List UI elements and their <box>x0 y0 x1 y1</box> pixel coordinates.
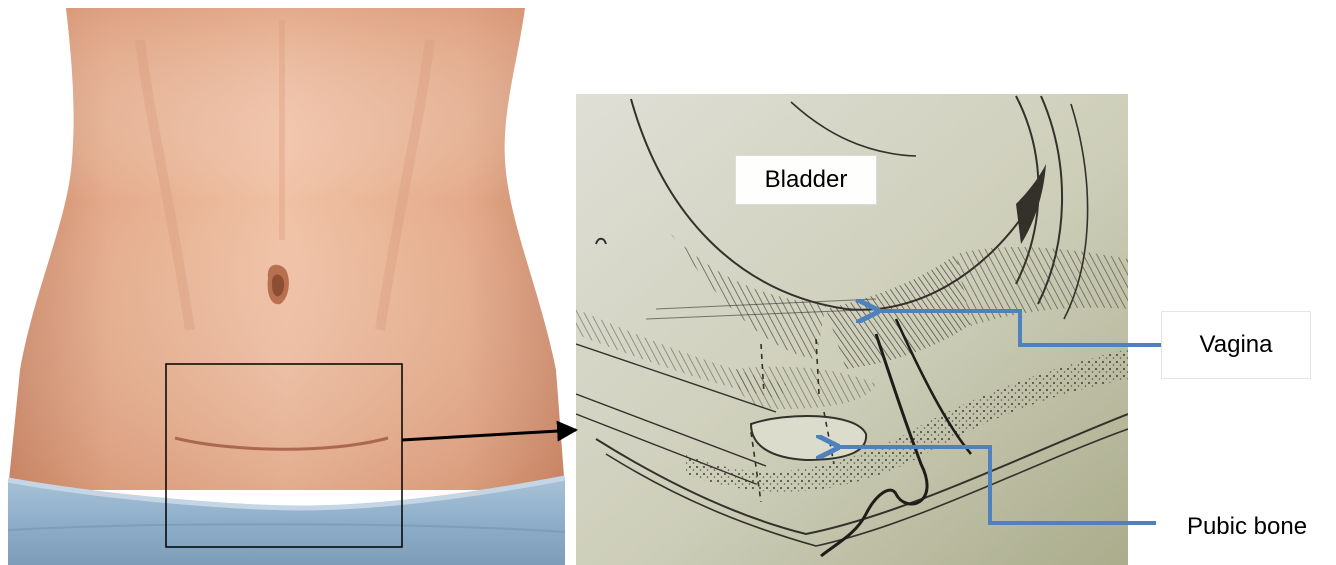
bladder-label: Bladder <box>736 156 876 204</box>
pubic-bone-label: Pubic bone <box>1158 500 1336 554</box>
vagina-label: Vagina <box>1162 312 1310 378</box>
abdomen-illustration <box>0 0 570 565</box>
